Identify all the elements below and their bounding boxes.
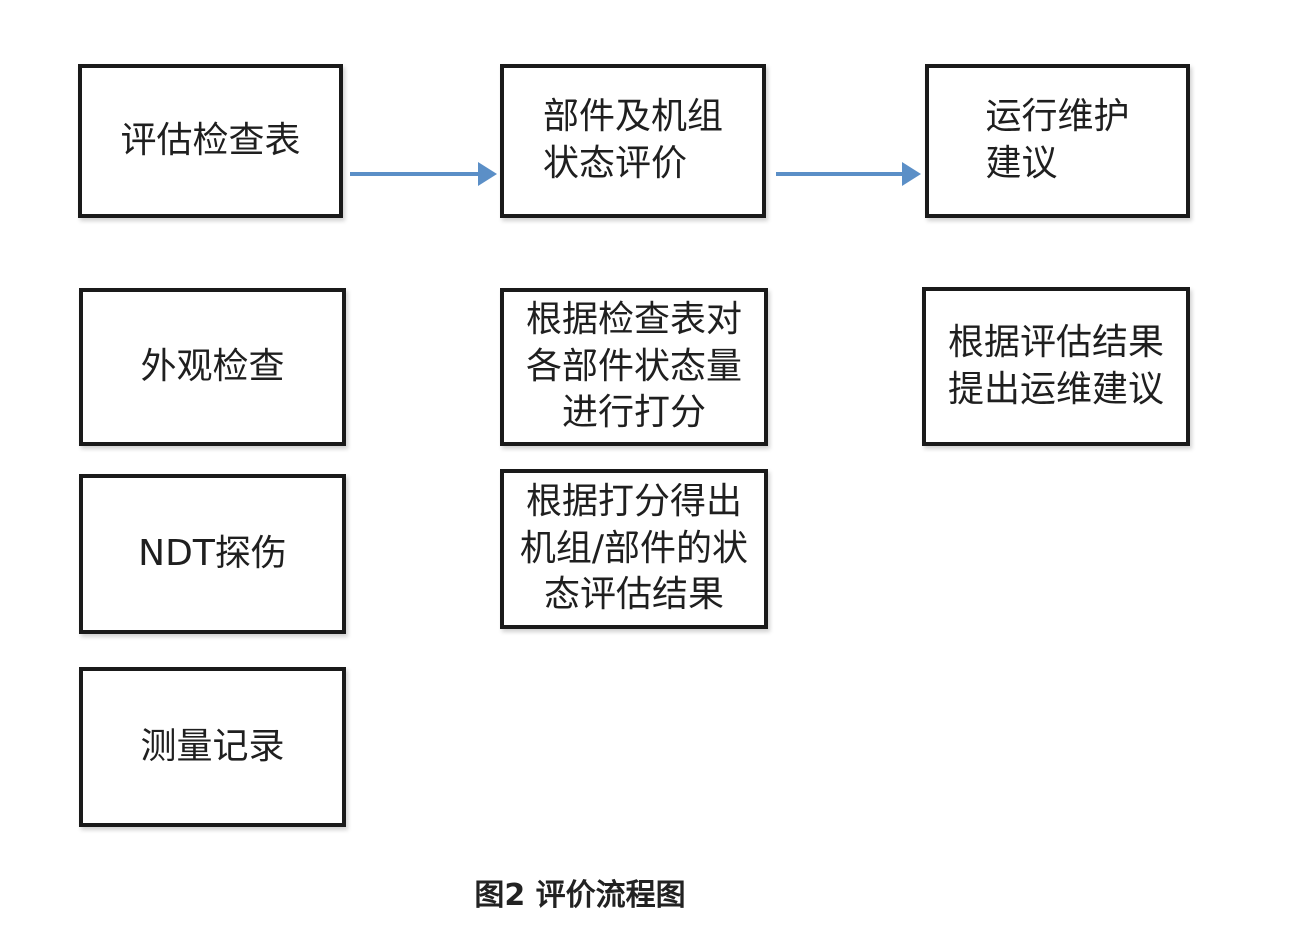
arrow-head-1 (478, 162, 497, 186)
box-ndt-label: NDT探伤 (138, 532, 287, 574)
box-visual-check-label: 外观检查 (140, 345, 285, 387)
box-eval-checklist-label: 评估检查表 (120, 119, 301, 161)
box-state-eval: 部件及机组 状态评价 (500, 64, 766, 218)
box-measure-label: 测量记录 (140, 725, 285, 767)
box-result-label: 根据打分得出 机组/部件的状 态评估结果 (519, 480, 749, 616)
box-visual-check: 外观检查 (79, 288, 346, 446)
box-ndt: NDT探伤 (79, 474, 346, 634)
box-score-label: 根据检查表对 各部件状态量 进行打分 (525, 298, 742, 434)
box-maintenance-label: 运行维护 建议 (985, 96, 1130, 184)
figure-caption: 图2 评价流程图 (474, 878, 686, 913)
box-result: 根据打分得出 机组/部件的状 态评估结果 (500, 469, 768, 629)
box-state-eval-label: 部件及机组 状态评价 (542, 96, 723, 184)
box-suggest-label: 根据评估结果 提出运维建议 (947, 321, 1164, 410)
box-suggest: 根据评估结果 提出运维建议 (922, 287, 1190, 446)
box-eval-checklist: 评估检查表 (78, 64, 343, 218)
arrow-head-2 (902, 162, 921, 186)
box-score: 根据检查表对 各部件状态量 进行打分 (500, 288, 768, 446)
box-measure: 测量记录 (79, 667, 346, 827)
box-maintenance: 运行维护 建议 (925, 64, 1190, 218)
